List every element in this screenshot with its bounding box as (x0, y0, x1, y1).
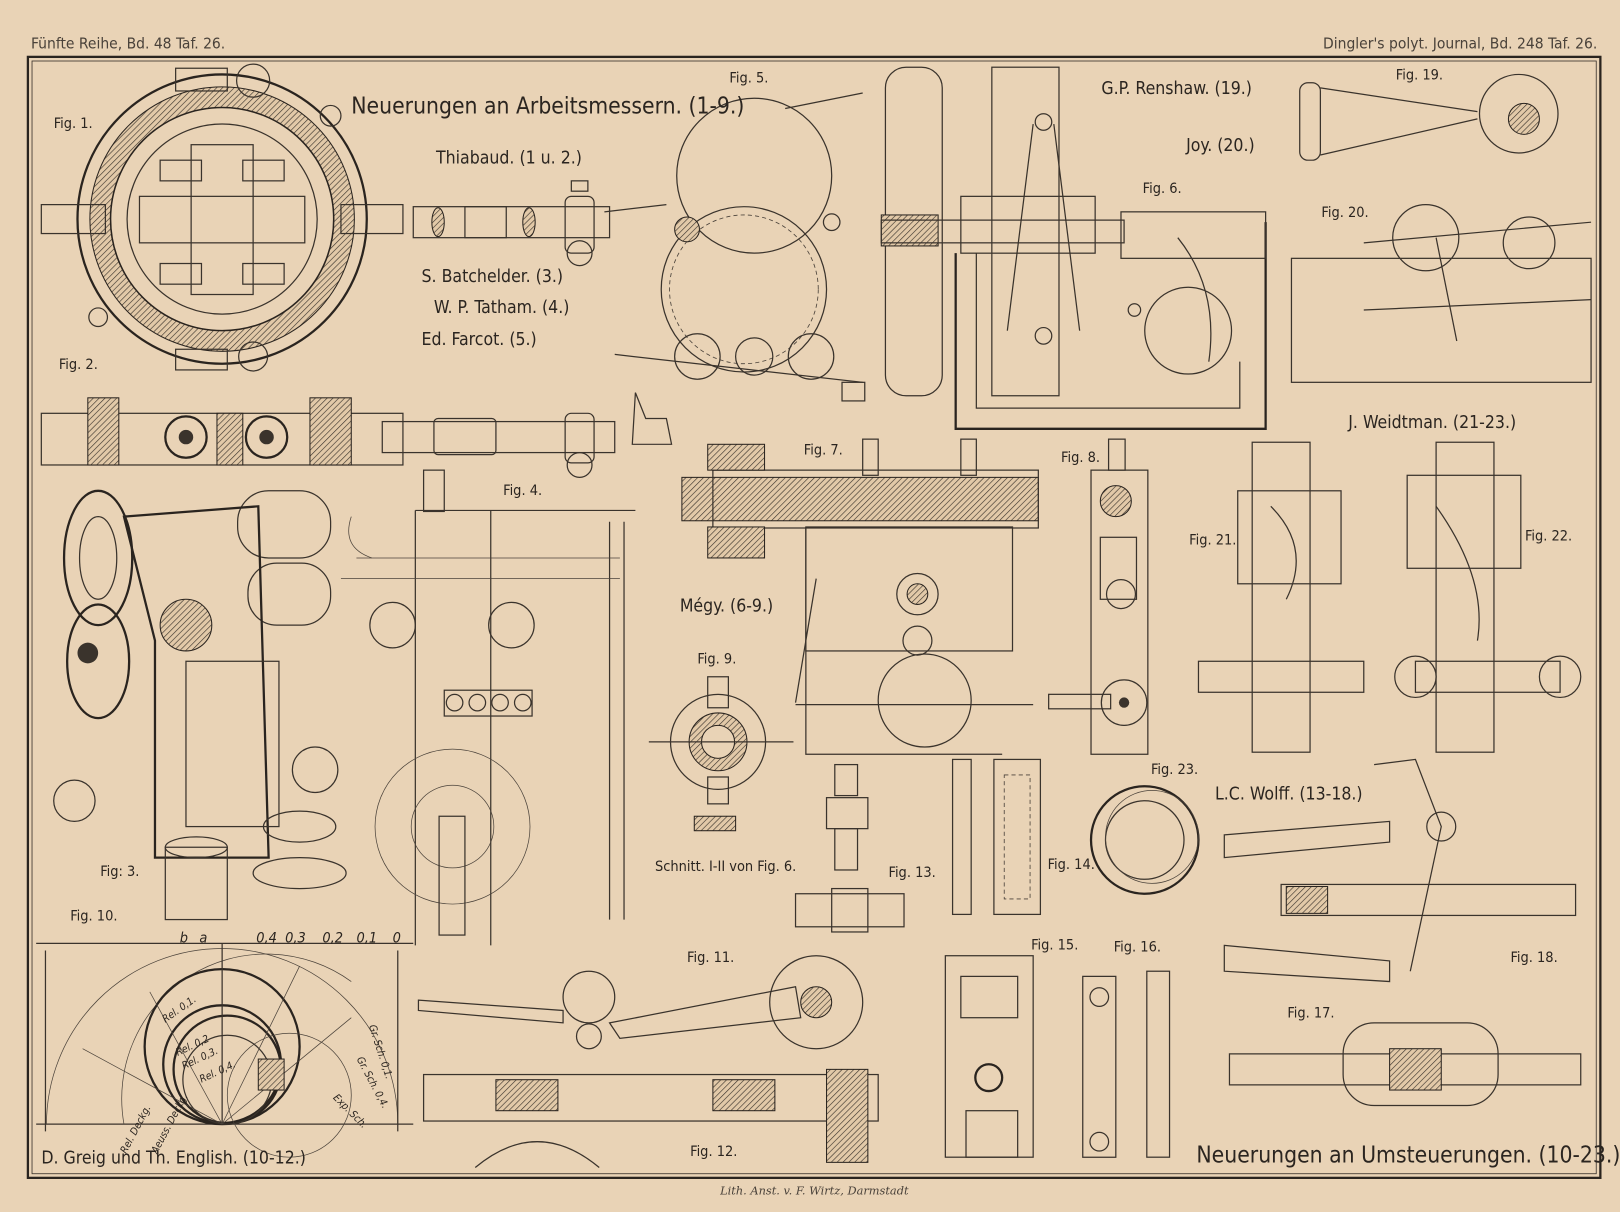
author-renshaw: G.P. Renshaw. (19.) (1101, 79, 1252, 99)
fig7-drawing (681, 438, 1039, 755)
fig10-tick-labels: b a 0,4 0,3 0,2 0,1 0 (180, 930, 401, 946)
fig-label-15: Fig. 15. (1031, 938, 1078, 954)
fig-label-3: Fig: 3. (100, 864, 139, 880)
fig-label-1: Fig. 1. (54, 116, 93, 132)
fig-label-14: Fig. 14. (1048, 857, 1095, 873)
fig-label-23: Fig. 23. (1151, 762, 1198, 778)
author-tatham: W. P. Tatham. (4.) (434, 298, 569, 318)
svg-text:0,4: 0,4 (256, 930, 277, 946)
fig-label-18: Fig. 18. (1510, 950, 1557, 966)
fig11-12-drawing (417, 955, 879, 1169)
fig23-drawing (1089, 785, 1200, 895)
fig-label-2: Fig. 2. (59, 357, 98, 373)
fig-label-5: Fig. 5. (729, 71, 768, 87)
author-batchelder: S. Batchelder. (3.) (422, 267, 564, 287)
author-megy: Mégy. (6-9.) (680, 597, 773, 617)
fig-label-20: Fig. 20. (1321, 205, 1368, 221)
fig10-diagram (36, 942, 414, 1158)
fig1-drawing (40, 63, 404, 372)
author-thiabaud: Thiabaud. (1 u. 2.) (435, 148, 582, 168)
author-greig-english: D. Greig und Th. English. (10-12.) (41, 1148, 306, 1168)
svg-text:0,1: 0,1 (356, 930, 377, 946)
fig-label-10: Fig. 10. (70, 909, 117, 925)
fig21-22-drawing (1197, 441, 1582, 753)
fig-label-9: Fig. 9. (697, 651, 736, 667)
author-wolff: L.C. Wolff. (13-18.) (1215, 785, 1363, 805)
author-weidtman: J. Weidtman. (21-23.) (1347, 413, 1516, 433)
svg-text:a: a (199, 930, 207, 946)
fig-label-7: Fig. 7. (804, 443, 843, 459)
fig2-drawing (40, 397, 616, 478)
fig1-coupling (412, 180, 611, 267)
svg-text:0,3: 0,3 (285, 930, 306, 946)
fig-label-21: Fig. 21. (1189, 533, 1236, 549)
fig6-drawing (880, 66, 1267, 430)
fig-label-8: Fig. 8. (1061, 450, 1100, 466)
fig4-drawing (340, 469, 636, 946)
fig3-drawing (53, 489, 347, 921)
fig-label-4: Fig. 4. (503, 483, 542, 499)
title-umsteuerungen: Neuerungen an Umsteuerungen. (10-23.) (1196, 1142, 1620, 1168)
fig9-drawing (648, 676, 794, 832)
fig19-20-drawing (1290, 73, 1592, 383)
header-right: Dingler's polyt. Journal, Bd. 248 Taf. 2… (1323, 35, 1597, 53)
author-joy: Joy. (20.) (1185, 136, 1255, 156)
svg-text:0,2: 0,2 (322, 930, 343, 946)
fig13-14-drawing (794, 758, 1042, 933)
fig-label-19: Fig. 19. (1396, 68, 1443, 84)
fig5-drawing (604, 92, 866, 445)
svg-text:b: b (180, 930, 188, 946)
caption-schnitt: Schnitt. I-II von Fig. 6. (655, 859, 796, 875)
fig-label-12: Fig. 12. (690, 1144, 737, 1160)
figure-labels: Fig. 1. Fig. 2. Fig: 3. Fig. 4. Fig. 5. … (54, 68, 1572, 1161)
fig8-drawing (1048, 438, 1149, 755)
title-arbeitsmessern: Neuerungen an Arbeitsmessern. (1-9.) (351, 94, 744, 120)
fig-label-17: Fig. 17. (1287, 1006, 1334, 1022)
outer-frame (26, 55, 1602, 1179)
fig17-18-drawing (1223, 758, 1582, 1107)
header-left: Fünfte Reihe, Bd. 48 Taf. 26. (31, 35, 225, 53)
fig-label-22: Fig. 22. (1525, 528, 1572, 544)
svg-text:0: 0 (393, 930, 401, 946)
fig-label-11: Fig. 11. (687, 950, 734, 966)
fig-label-13: Fig. 13. (889, 865, 936, 881)
fig15-16-drawing (944, 955, 1171, 1158)
fig-label-6: Fig. 6. (1143, 181, 1182, 197)
author-farcot: Ed. Farcot. (5.) (422, 330, 537, 350)
lithographer-imprint: Lith. Anst. v. F. Wirtz, Darmstadt (719, 1183, 909, 1197)
fig-label-16: Fig. 16. (1114, 940, 1161, 956)
